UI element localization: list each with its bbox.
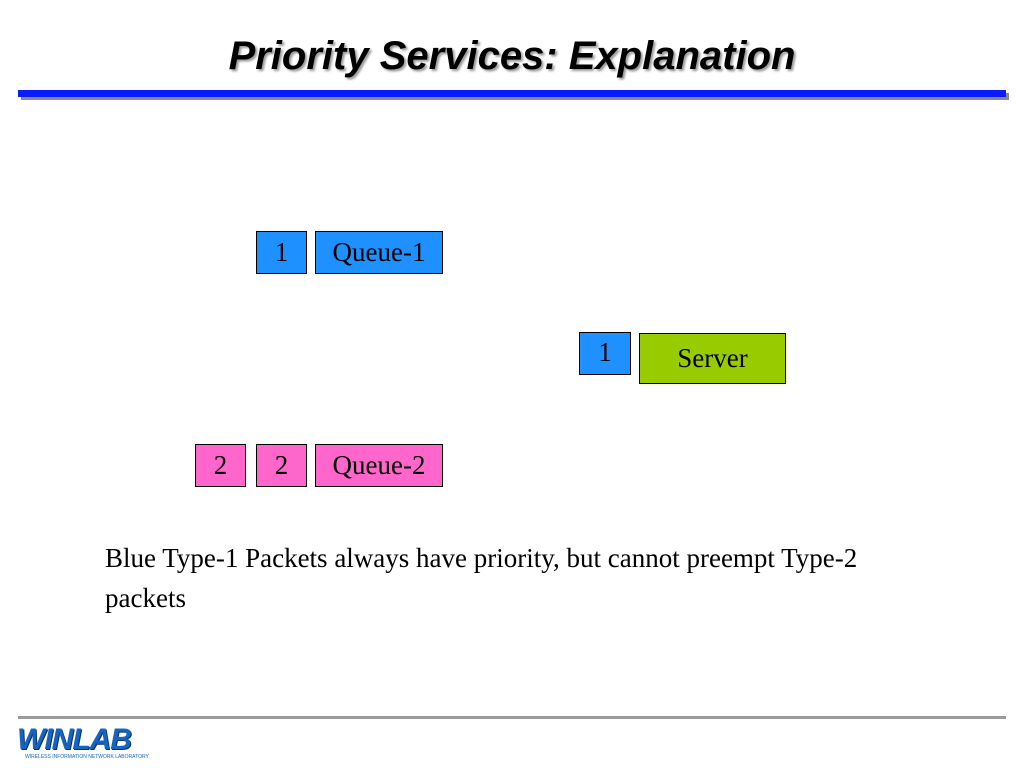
queue2-packet-2: 2	[256, 444, 307, 487]
footer-divider	[18, 716, 1006, 719]
logo-subtitle: WIRELESS INFORMATION NETWORK LABORATORY	[25, 754, 149, 760]
queue2-label-box: Queue-2	[315, 444, 443, 487]
queue2-packet-1: 2	[195, 444, 246, 487]
slide-title: Priority Services: Explanation	[228, 34, 796, 78]
queue1-packet: 1	[256, 231, 307, 274]
title-divider	[18, 90, 1006, 97]
server-packet: 1	[579, 332, 631, 375]
queue1-label-box: Queue-1	[315, 231, 443, 274]
logo-wordmark: WINLAB	[17, 723, 132, 756]
server-box: Server	[639, 333, 786, 384]
explanation-text: Blue Type-1 Packets always have priority…	[105, 543, 858, 613]
winlab-logo: WINLAB WIRELESS INFORMATION NETWORK LABO…	[17, 724, 167, 764]
